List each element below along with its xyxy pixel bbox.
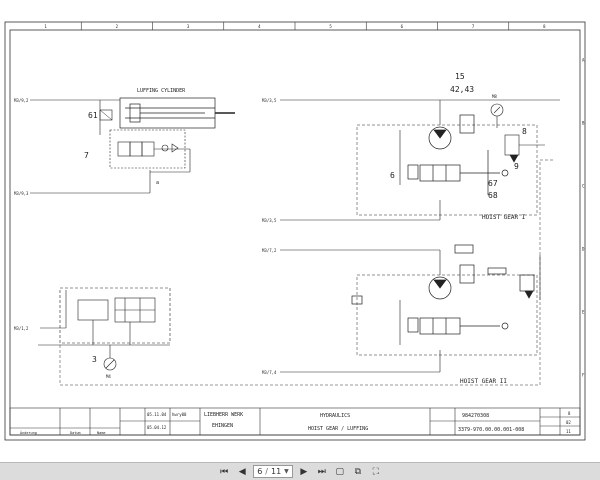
- tb-sheet-a: 8: [568, 411, 571, 416]
- luffing-cylinder: [119, 97, 235, 129]
- port-luffing-top: M3/9,2: [14, 98, 29, 103]
- tb-date-col: Datum: [70, 431, 81, 435]
- tb-company: LIEBHERR WERK: [204, 412, 243, 418]
- column-marker-7: 7: [472, 24, 475, 29]
- page-current: 6: [257, 467, 263, 476]
- luffing-tag-a: a: [156, 180, 159, 186]
- port-hoist1-bot: M3/3,5: [262, 218, 277, 223]
- port-hoist2-bot: M3/7,4: [262, 370, 277, 375]
- page-separator: /: [265, 467, 268, 476]
- hoist2-label: HOIST GEAR II: [460, 378, 507, 385]
- first-page-button[interactable]: ⏮: [220, 466, 229, 477]
- tb-name-col: Name: [97, 431, 105, 435]
- page-indicator[interactable]: 6 / 11 ▼: [253, 465, 293, 478]
- gauge-m4: M4: [106, 374, 111, 379]
- tb-sheet-c: 11: [566, 429, 571, 434]
- row-marker-A: A: [582, 58, 585, 63]
- row-marker-D: D: [582, 247, 585, 252]
- component-67: 67: [488, 179, 498, 188]
- fullscreen-icon[interactable]: ⛶: [372, 466, 379, 477]
- previous-page-button[interactable]: ◀: [238, 466, 246, 477]
- hoist1-motor: [356, 114, 538, 216]
- port-luffing-mid: M3/9,3: [14, 191, 29, 196]
- component-9: 9: [514, 162, 519, 171]
- column-marker-4: 4: [258, 24, 261, 29]
- hoist1-valve-8: [504, 134, 545, 163]
- tb-city: EHINGEN: [212, 423, 233, 429]
- port-luffing-low: M3/1,2: [14, 326, 29, 331]
- component-68: 68: [488, 191, 498, 200]
- luffing-valve-block: [109, 129, 191, 173]
- column-marker-3: 3: [187, 24, 190, 29]
- component-6: 6: [390, 171, 395, 180]
- component-7: 7: [84, 151, 89, 160]
- tb-user1: hwry00: [172, 412, 187, 417]
- port-hoist2-top: M3/7,2: [262, 248, 277, 253]
- tb-doc-no: 984270308: [462, 413, 489, 419]
- title-block: [9, 407, 581, 436]
- pdf-toolbar: ⏮ ◀ 6 / 11 ▼ ▶ ⏭ ▢ ⧉ ⛶: [0, 462, 600, 480]
- tb-date1: 05.11.04: [147, 412, 167, 417]
- hoist2-motor: [351, 244, 538, 356]
- tb-date2: 05.04.12: [147, 425, 167, 430]
- column-marker-8: 8: [543, 24, 546, 29]
- row-marker-F: F: [582, 373, 585, 378]
- luffing-label: LUFFING CYLINDER: [137, 88, 186, 94]
- tb-rev-col: Änderung: [20, 430, 37, 435]
- single-page-icon[interactable]: ▢: [335, 466, 345, 477]
- tb-title2: HOIST GEAR / LUFFING: [308, 426, 368, 432]
- hoist1-label: HOIST GEAR I: [482, 214, 526, 221]
- row-markers: A B C D E F: [582, 58, 585, 378]
- luffing-lower-valves: [38, 287, 171, 371]
- tb-drawing-no: 3379-970.00.00.001-008: [458, 427, 524, 433]
- two-page-icon[interactable]: ⧉: [354, 466, 362, 477]
- component-8: 8: [522, 127, 527, 136]
- tb-title1: HYDRAULICS: [320, 413, 350, 419]
- hoist1-gauge: [490, 103, 504, 128]
- component-42-43: 42,43: [450, 85, 474, 94]
- component-15: 15: [455, 72, 465, 81]
- column-marker-6: 6: [401, 24, 404, 29]
- tb-sheet-b: 02: [566, 420, 571, 425]
- column-marker-5: 5: [329, 24, 332, 29]
- next-page-button[interactable]: ▶: [300, 466, 308, 477]
- page-total: 11: [270, 467, 282, 476]
- row-marker-E: E: [582, 310, 585, 315]
- last-page-button[interactable]: ⏭: [317, 466, 326, 477]
- column-marker-2: 2: [116, 24, 119, 29]
- column-marker-1: 1: [44, 24, 47, 29]
- chevron-down-icon: ▼: [284, 468, 289, 475]
- component-61: 61: [88, 111, 98, 120]
- column-markers: 1 2 3 4 5 6 7 8: [44, 22, 546, 30]
- gauge-m8: M8: [492, 94, 497, 99]
- row-marker-B: B: [582, 121, 585, 126]
- component-3: 3: [92, 355, 97, 364]
- port-hoist1-top: M3/3,5: [262, 98, 277, 103]
- row-marker-C: C: [582, 184, 585, 189]
